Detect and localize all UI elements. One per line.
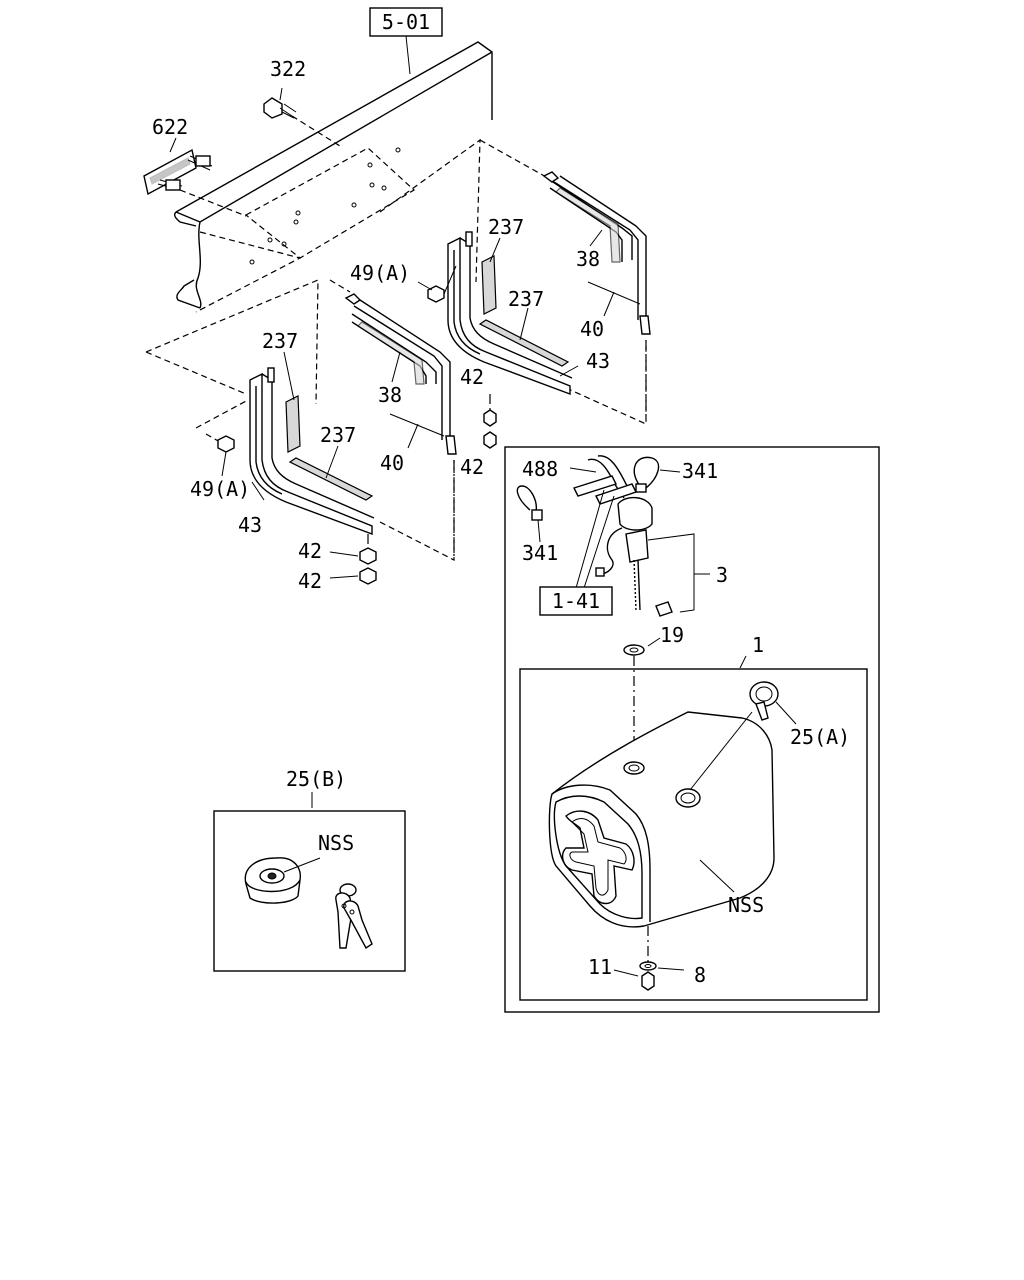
callout-237-front-lower: 237 bbox=[320, 423, 356, 447]
plate-622: 622 bbox=[143, 115, 247, 217]
callout-237-rear-lower: 237 bbox=[508, 287, 544, 311]
callout-8: 8 bbox=[694, 963, 706, 987]
callout-1: 1 bbox=[752, 633, 764, 657]
callout-42-front-lower: 42 bbox=[298, 569, 322, 593]
callout-43-rear: 43 bbox=[586, 349, 610, 373]
callout-237-rear-upper: 237 bbox=[488, 215, 524, 239]
callout-3: 3 bbox=[716, 563, 728, 587]
locking-cap-25b: 25(B) NSS bbox=[213, 767, 406, 972]
callout-42-front-upper: 42 bbox=[298, 539, 322, 563]
callout-341-right: 341 bbox=[682, 459, 718, 483]
ref-1-41-label: 1-41 bbox=[552, 589, 600, 613]
rear-bracket-assembly: 237 237 43 49(A) 38 40 42 42 bbox=[350, 138, 651, 479]
callout-25b: 25(B) bbox=[286, 767, 346, 791]
callout-322: 322 bbox=[270, 57, 306, 81]
callout-488: 488 bbox=[522, 457, 558, 481]
ref-5-01-label: 5-01 bbox=[382, 10, 430, 34]
fuel-tank-panel: 3 488 341 341 1-41 19 bbox=[504, 446, 880, 1013]
bolt-322: 322 bbox=[263, 57, 341, 147]
frame-rail bbox=[173, 41, 493, 313]
callout-237-front-upper: 237 bbox=[262, 329, 298, 353]
callout-622: 622 bbox=[152, 115, 188, 139]
callout-341-left: 341 bbox=[522, 541, 558, 565]
callout-25a: 25(A) bbox=[790, 725, 850, 749]
fuel-tank-assembly-1: 1 NSS 25(A) bbox=[519, 633, 868, 1001]
reference-5-01: 5-01 bbox=[369, 7, 443, 75]
nss-tank-label: NSS bbox=[728, 893, 764, 917]
callout-11: 11 bbox=[588, 955, 612, 979]
callout-49a-front: 49(A) bbox=[190, 477, 250, 501]
callout-38-rear: 38 bbox=[576, 247, 600, 271]
callout-19: 19 bbox=[660, 623, 684, 647]
callout-40-front: 40 bbox=[380, 451, 404, 475]
fuel-sender-unit: 3 488 341 341 1-41 bbox=[516, 455, 728, 617]
callout-43-front: 43 bbox=[238, 513, 262, 537]
front-bracket-assembly: 237 237 43 49(A) 38 40 42 42 bbox=[145, 279, 457, 593]
gasket-19: 19 bbox=[623, 623, 684, 766]
nss-cap-label: NSS bbox=[318, 831, 354, 855]
callout-38-front: 38 bbox=[378, 383, 402, 407]
callout-42-rear-upper: 42 bbox=[460, 365, 484, 389]
callout-49a-rear: 49(A) bbox=[350, 261, 410, 285]
callout-40-rear: 40 bbox=[580, 317, 604, 341]
callout-42-rear-lower: 42 bbox=[460, 455, 484, 479]
